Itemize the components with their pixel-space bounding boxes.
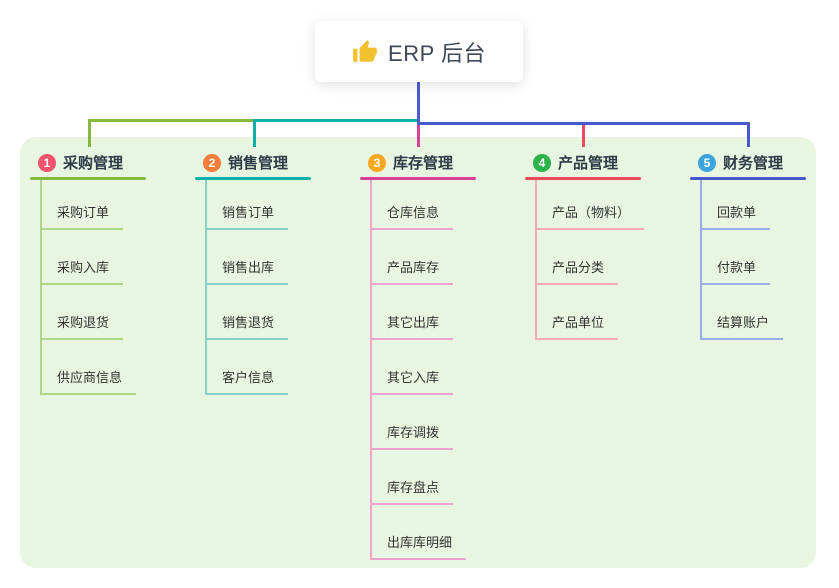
branch-children: 销售订单销售出库销售退货客户信息 (205, 180, 355, 395)
child-node[interactable]: 库存盘点 (372, 477, 454, 505)
branch-children: 产品（物料） 产品分类产品单位 (535, 180, 685, 340)
child-node[interactable]: 销售退货 (207, 312, 289, 340)
child-node[interactable]: 产品（物料） (537, 202, 645, 230)
branch-4: 4 产品管理 产品（物料） 产品分类产品单位 (525, 148, 685, 340)
branch-number-badge: 1 (38, 153, 56, 172)
child-row: 销售出库 (207, 230, 355, 285)
child-row: 库存盘点 (372, 450, 520, 505)
child-row: 供应商信息 (42, 340, 190, 395)
child-row: 采购订单 (42, 180, 190, 230)
child-node[interactable]: 回款单 (702, 202, 771, 230)
branch-label: 库存管理 (393, 155, 454, 172)
branch-node[interactable]: 1 采购管理 (30, 148, 190, 177)
child-row: 回款单 (702, 180, 839, 230)
branch-node[interactable]: 5 财务管理 (690, 148, 839, 177)
child-node[interactable]: 出库库明细 (372, 532, 467, 560)
child-row: 仓库信息 (372, 180, 520, 230)
child-node[interactable]: 采购入库 (42, 257, 124, 285)
child-node[interactable]: 供应商信息 (42, 367, 137, 395)
child-node[interactable]: 销售订单 (207, 202, 289, 230)
child-row: 其它入库 (372, 340, 520, 395)
branch-label: 财务管理 (723, 155, 784, 172)
child-node[interactable]: 销售出库 (207, 257, 289, 285)
child-row: 付款单 (702, 230, 839, 285)
thumbs-up-icon (352, 39, 378, 65)
child-row: 客户信息 (207, 340, 355, 395)
branch-children: 仓库信息产品库存其它出库其它入库库存调拨库存盘点出库库明细 (370, 180, 520, 560)
branch-underline (690, 177, 806, 180)
branch-number-badge: 2 (203, 153, 221, 172)
child-row: 其它出库 (372, 285, 520, 340)
child-row: 产品单位 (537, 285, 685, 340)
child-node[interactable]: 客户信息 (207, 367, 289, 395)
child-node[interactable]: 仓库信息 (372, 202, 454, 230)
branch-2: 2 销售管理 销售订单销售出库销售退货客户信息 (195, 148, 355, 395)
child-node[interactable]: 产品单位 (537, 312, 619, 340)
child-node[interactable]: 库存调拨 (372, 422, 454, 450)
branch-label: 销售管理 (228, 155, 289, 172)
branch-node[interactable]: 2 销售管理 (195, 148, 355, 177)
root-label: ERP 后台 (388, 40, 486, 66)
branch-label: 产品管理 (558, 155, 619, 172)
child-row: 出库库明细 (372, 505, 520, 560)
branch-underline (360, 177, 476, 180)
branch-5: 5 财务管理 回款单付款单结算账户 (690, 148, 839, 340)
child-node[interactable]: 采购订单 (42, 202, 124, 230)
branch-children: 采购订单采购入库采购退货供应商信息 (40, 180, 190, 395)
child-node[interactable]: 其它入库 (372, 367, 454, 395)
child-row: 产品库存 (372, 230, 520, 285)
child-row: 销售退货 (207, 285, 355, 340)
branch-underline (525, 177, 641, 180)
branch-1: 1 采购管理 采购订单采购入库采购退货供应商信息 (30, 148, 190, 395)
branch-3: 3 库存管理 仓库信息产品库存其它出库其它入库库存调拨库存盘点出库库明细 (360, 148, 520, 560)
child-row: 库存调拨 (372, 395, 520, 450)
child-node[interactable]: 结算账户 (702, 312, 784, 340)
branch-node[interactable]: 3 库存管理 (360, 148, 520, 177)
child-row: 产品（物料） (537, 180, 685, 230)
child-node[interactable]: 付款单 (702, 257, 771, 285)
child-node[interactable]: 采购退货 (42, 312, 124, 340)
child-node[interactable]: 产品分类 (537, 257, 619, 285)
child-row: 采购入库 (42, 230, 190, 285)
branch-label: 采购管理 (63, 155, 124, 172)
branch-number-badge: 4 (533, 153, 551, 172)
branch-node[interactable]: 4 产品管理 (525, 148, 685, 177)
branch-underline (30, 177, 146, 180)
child-node[interactable]: 产品库存 (372, 257, 454, 285)
branch-children: 回款单付款单结算账户 (700, 180, 839, 340)
branch-number-badge: 5 (698, 153, 716, 172)
branch-underline (195, 177, 311, 180)
child-node[interactable]: 其它出库 (372, 312, 454, 340)
child-row: 销售订单 (207, 180, 355, 230)
branch-number-badge: 3 (368, 153, 386, 172)
branches-panel (20, 137, 816, 568)
child-row: 采购退货 (42, 285, 190, 340)
child-row: 产品分类 (537, 230, 685, 285)
child-row: 结算账户 (702, 285, 839, 340)
root-node[interactable]: ERP 后台 (315, 21, 523, 82)
